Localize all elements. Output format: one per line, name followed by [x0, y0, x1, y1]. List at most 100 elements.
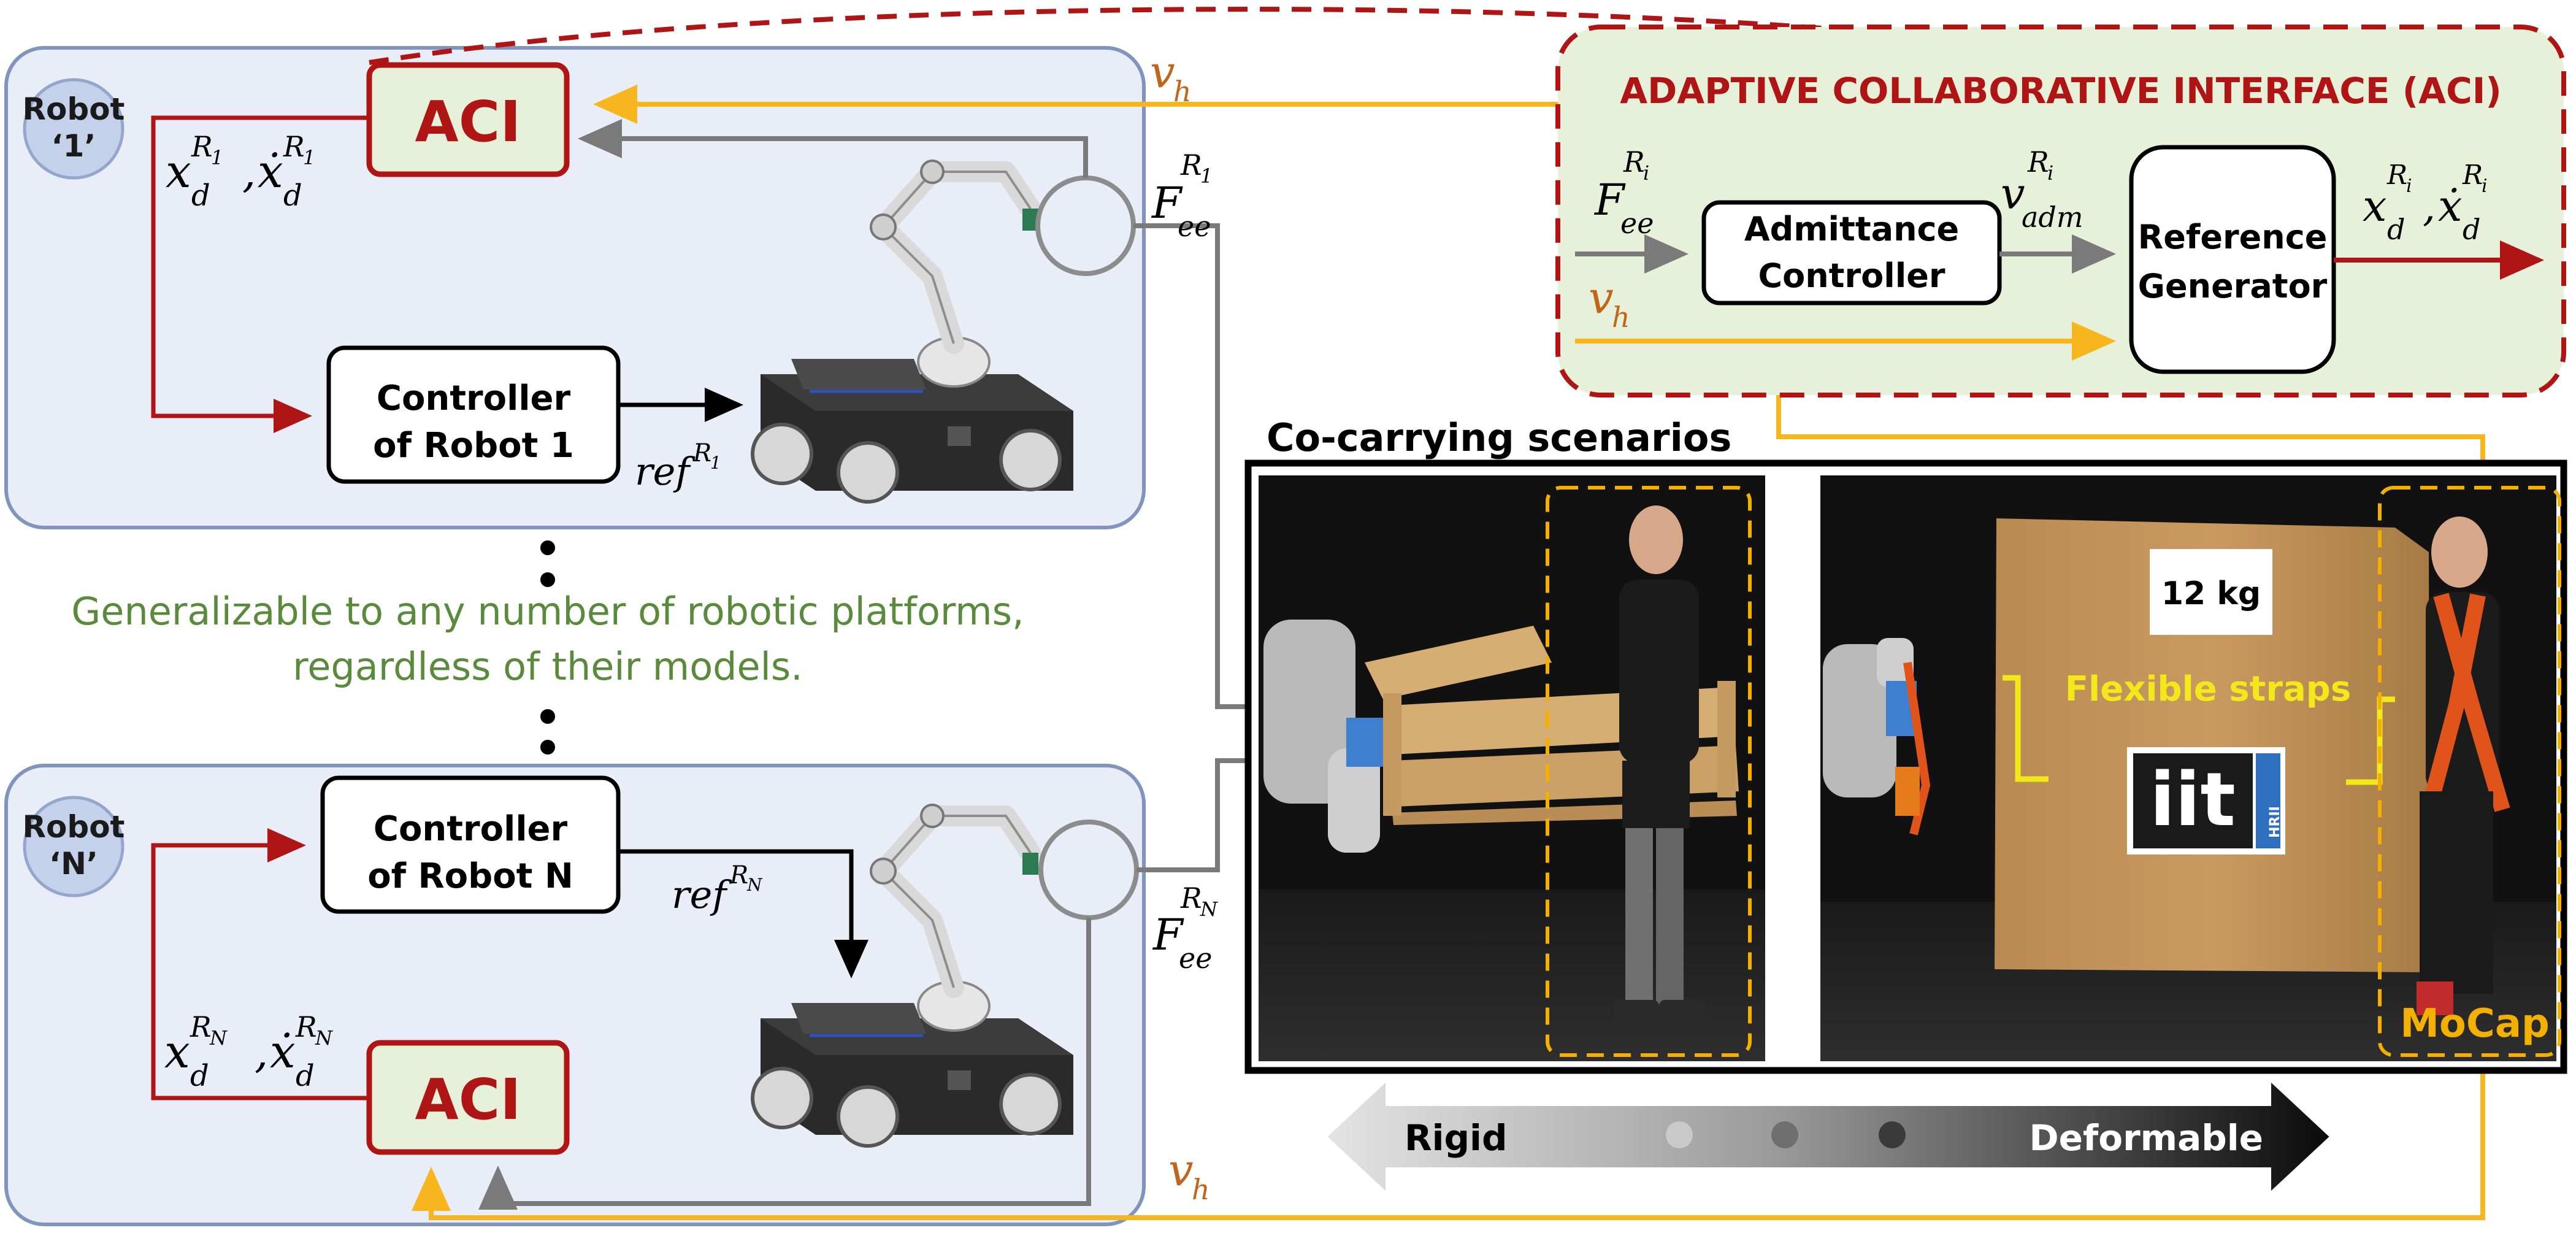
aci-vadm-label: v adm R i	[2001, 145, 2083, 234]
robot-1-aci-to-controller-arrow	[151, 115, 369, 433]
robot-n-ref-sub: N	[746, 875, 763, 895]
robot-1-controller-box	[326, 345, 621, 484]
rigidity-spectrum-arrow: Rigid Deformable	[1322, 1074, 2335, 1199]
robot-n-aci-label: ACI	[415, 1067, 521, 1132]
aci-vadm-sub: adm	[2022, 201, 2083, 234]
robot-n-controller-line2: of Robot N	[367, 856, 573, 896]
robot-1-wheel	[999, 429, 1062, 491]
robot-n-wheel	[999, 1073, 1062, 1135]
robot-1-badge	[23, 78, 125, 180]
robot-1-state-label: x d R 1 , ẋ d R 1	[166, 130, 315, 213]
robot-1-state-x: x	[166, 145, 191, 198]
robot-1-ref-text: ref	[635, 449, 696, 494]
aci-detail-panel: ADAPTIVE COLLABORATIVE INTERFACE (ACI) A…	[1555, 25, 2566, 398]
robot-1-state-xdot-sup-sub: 1	[303, 146, 315, 169]
deformable-scenario-human	[2417, 517, 2510, 1015]
spectrum-dot	[1771, 1121, 1798, 1148]
robot-n-force-feedback-arrow	[478, 918, 1091, 1210]
aci-vadm-sup-sub: i	[2047, 161, 2053, 185]
robot-n-force-text: F	[1152, 910, 1184, 960]
robot-n-panel: Robot ‘N’ Controller of Robot N ACI x d …	[4, 764, 1146, 1226]
robot-1-force-sup-sub: 1	[1200, 164, 1213, 188]
admittance-controller-line2: Controller	[1758, 256, 1945, 295]
robot-n-ref-label: ref R N	[672, 861, 763, 917]
human-velocity-to-robot-n-arrow	[412, 1037, 2485, 1220]
robot-n-aci-to-controller-arrow	[151, 828, 369, 1100]
robot-1-state-x-sup-sub: 1	[211, 146, 223, 169]
robot-1-controller-line2: of Robot 1	[373, 426, 574, 466]
spectrum-bar	[1322, 1074, 2335, 1199]
robot-n-controller-box	[320, 775, 621, 914]
robot-1-panel: Robot ‘1’ ACI Controller of Robot 1 x d …	[4, 46, 1146, 529]
robot-1-state-comma: ,	[242, 147, 256, 198]
robot-n-badge-line1: Robot	[23, 809, 125, 845]
robot-1-badge-line1: Robot	[23, 91, 125, 127]
aci-output-xdot-sub: d	[2463, 213, 2480, 246]
robot-1-ref-sup: R	[692, 439, 711, 467]
generalization-note-line1: Generalizable to any number of robotic p…	[71, 589, 1024, 634]
robot-n-ref-text: ref	[672, 872, 732, 917]
robot-n-gripper	[1022, 853, 1038, 875]
robot-n-state-x-sup: R	[190, 1010, 212, 1043]
scenarios-title: Co-carrying scenarios	[1267, 415, 1731, 460]
vertical-ellipsis-top	[540, 540, 555, 587]
robot-1-ref-label: ref R 1	[635, 439, 721, 494]
robot-1-to-scenarios-line	[1133, 223, 1252, 709]
deformable-scenario-photo: 12 kg iit HRII Flexible straps MoCap	[1820, 475, 2561, 1061]
robot-1-controller-line1: Controller	[377, 378, 571, 418]
generalization-note-line2: regardless of their models.	[293, 644, 803, 689]
robot-n-wheel	[837, 1085, 899, 1148]
robot-n-force-sub: ee	[1179, 942, 1212, 975]
box-weight-tag	[2150, 549, 2272, 635]
reference-generator-line1: Reference	[2138, 218, 2328, 256]
aci-output-xdot: ẋ	[2438, 181, 2462, 231]
robot-1-aci-label: ACI	[415, 89, 521, 155]
robot-n-mobile-manipulator	[751, 804, 1073, 1148]
robot-n-state-x-sub: d	[190, 1059, 209, 1093]
robot-1-ref-sub: 1	[710, 453, 721, 473]
aci-vadm-sup: R	[2027, 145, 2049, 179]
robot-n-controller-to-robot-arrow	[618, 849, 868, 978]
velocity-top-v: v	[1150, 46, 1175, 98]
spectrum-dot	[1666, 1121, 1693, 1148]
spectrum-dot	[1879, 1121, 1906, 1148]
strap-bracket-left	[2003, 675, 2049, 782]
robot-1-state-x-sup: R	[191, 130, 213, 163]
velocity-label-bottom: v h	[1168, 1144, 1210, 1206]
spectrum-rigid-label: Rigid	[1405, 1117, 1507, 1159]
robot-1-wheel	[751, 423, 813, 485]
aci-output-x-sup-sub: i	[2406, 175, 2412, 197]
robot-n-force-sup: R	[1180, 882, 1202, 915]
aci-force-sup: R	[1623, 145, 1645, 179]
cardboard-box	[1995, 518, 2430, 972]
velocity-label-top: v h	[1150, 46, 1192, 108]
iit-logo	[2133, 753, 2253, 848]
box-weight-text: 12 kg	[2161, 575, 2261, 612]
aci-force-text: F	[1593, 175, 1626, 225]
robot-1-force-label: F ee R 1	[1151, 148, 1213, 243]
robot-n-force-label: F ee R N	[1152, 882, 1218, 975]
robot-1-state-x-sub: d	[191, 179, 210, 213]
rigid-scenario-photo	[1259, 475, 1765, 1061]
robot-n-state-x-sup-sub: N	[209, 1026, 228, 1050]
aci-force-sup-sub: i	[1643, 161, 1649, 185]
aci-output-xdot-sup: R	[2462, 159, 2483, 191]
aci-output-x-sup: R	[2386, 159, 2407, 191]
rigid-mocap-highlight	[1546, 486, 1752, 1057]
robot-n-wheel	[751, 1067, 813, 1129]
aci-velocity-v: v	[1589, 272, 1614, 323]
reference-generator-line2: Generator	[2138, 267, 2328, 305]
aci-velocity-sub: h	[1612, 301, 1630, 334]
robot-n-state-xdot: ẋ	[270, 1026, 296, 1078]
robot-n-badge-line2: ‘N’	[49, 846, 98, 882]
reference-generator-box	[2129, 145, 2336, 374]
aci-detail-title: ADAPTIVE COLLABORATIVE INTERFACE (ACI)	[1620, 70, 2502, 112]
robot-n-badge	[23, 796, 125, 897]
robot-n-force-sup-sub: N	[1200, 897, 1218, 921]
spectrum-deformable-label: Deformable	[2030, 1117, 2263, 1159]
deformable-mocap-highlight	[2378, 486, 2561, 1057]
robot-n-state-x: x	[164, 1026, 190, 1078]
iit-logo-text: iit	[2150, 758, 2236, 843]
robot-n-state-label: x d R N , ẋ d R N	[164, 1010, 333, 1093]
